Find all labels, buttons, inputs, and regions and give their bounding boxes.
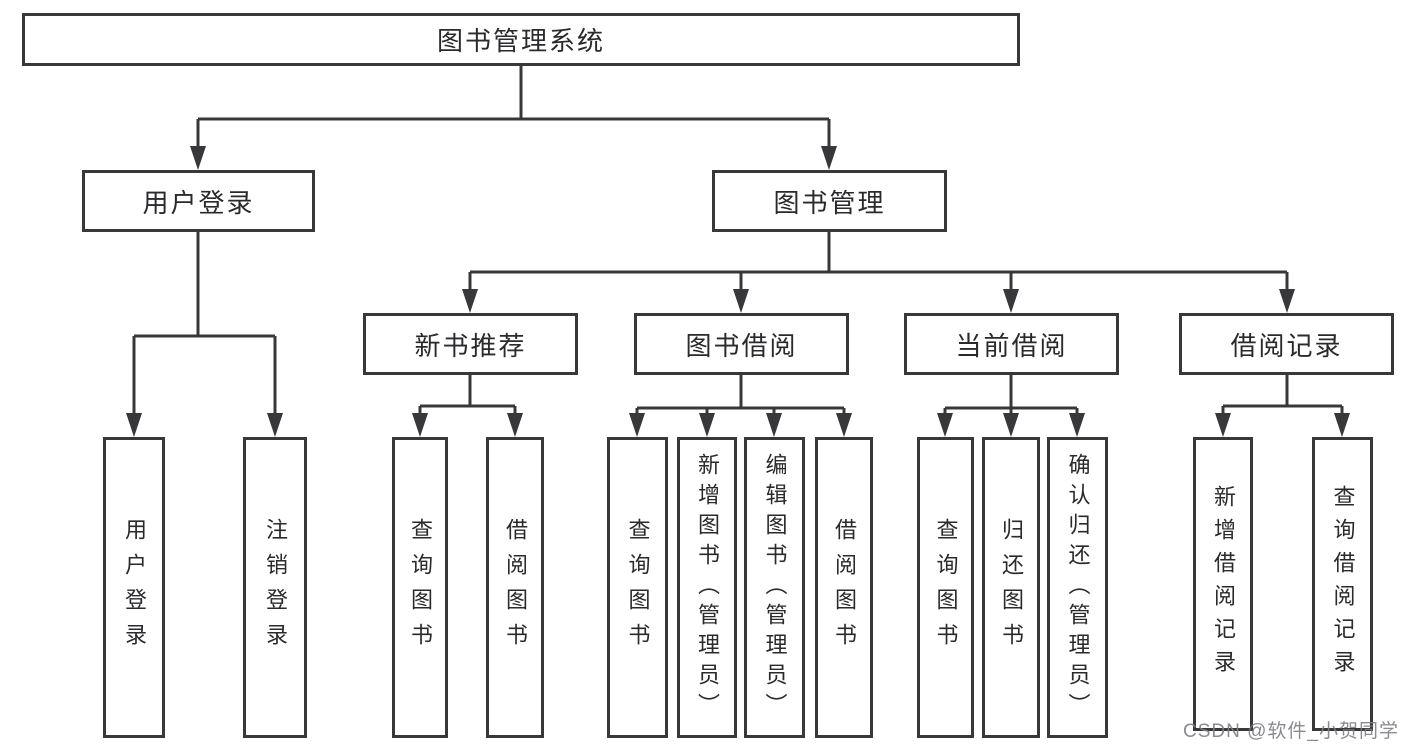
node-label: 新增借阅记录 [1211,485,1236,683]
connector-stems [132,66,1344,419]
csdn-watermark: CSDN @软件_小贺同学 [1183,721,1399,742]
node-label: 查询图书 [408,517,433,658]
node-book-borrowing: 图书借阅 [634,313,849,375]
arrowheads [126,146,1350,437]
node-borrowing-records: 借阅记录 [1179,313,1394,375]
leaf-confirm-return-admin: 确认归还（管理员） [1047,437,1108,738]
node-label: 注销登录 [263,517,288,658]
node-user-login: 用户登录 [82,170,315,232]
node-label: 借阅图书 [503,517,528,658]
leaf-borrow-books-recommendation: 借阅图书 [486,437,544,738]
leaf-query-borrow-record: 查询借阅记录 [1312,437,1373,731]
node-label: 当前借阅 [955,330,1068,361]
node-label: 新书推荐 [414,330,527,361]
node-label: 确认归还（管理员） [1065,452,1091,723]
node-current-borrowing: 当前借阅 [904,313,1119,375]
leaf-borrow-books: 借阅图书 [815,437,873,738]
leaf-query-books-borrowing: 查询图书 [607,437,668,738]
node-new-book-recommendation: 新书推荐 [363,313,578,375]
node-label: 新增图书（管理员） [695,452,720,723]
node-label: 用户登录 [142,187,255,218]
leaf-logout: 注销登录 [243,437,307,738]
node-label: 用户登录 [122,517,147,658]
node-label: 图书管理 [773,187,886,218]
node-label: 借阅图书 [832,517,857,658]
node-label: 借阅记录 [1230,330,1343,361]
leaf-query-books-current: 查询图书 [917,437,974,738]
leaf-query-books-recommendation: 查询图书 [392,437,448,738]
leaf-add-books-admin: 新增图书（管理员） [677,437,737,738]
node-book-management: 图书管理 [712,170,947,232]
node-label: 归还图书 [999,517,1024,658]
node-label: 图书借阅 [685,330,798,361]
node-label: 编辑图书（管理员） [762,452,788,723]
node-label: 图书管理系统 [436,26,605,56]
node-label: 查询借阅记录 [1330,485,1356,683]
leaf-add-borrow-record: 新增借阅记录 [1193,437,1253,731]
node-label: 查询图书 [933,517,959,658]
leaf-return-books: 归还图书 [982,437,1040,738]
leaf-edit-books-admin: 编辑图书（管理员） [744,437,805,738]
leaf-user-login: 用户登录 [103,437,165,738]
node-label: 查询图书 [625,517,651,658]
node-library-management-system: 图书管理系统 [22,13,1020,66]
